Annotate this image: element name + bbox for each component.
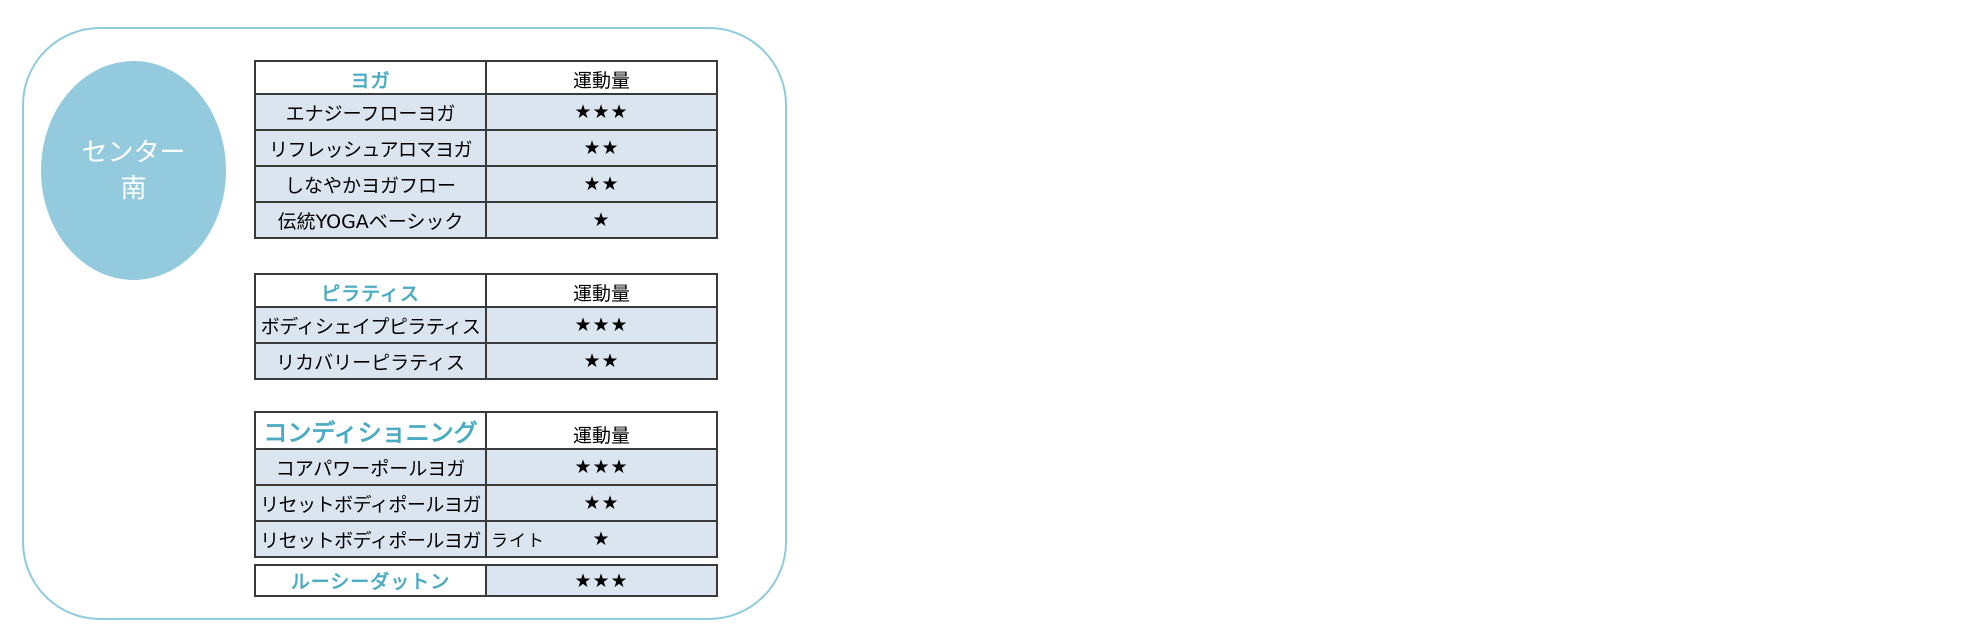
exercise-level: ★★ — [485, 129, 718, 167]
exercise-level: ★★★ — [485, 564, 718, 597]
class-name: ボディシェイプピラティス — [254, 306, 487, 344]
ruthie-datton-table: ルーシーダットン ★★★ — [254, 564, 718, 597]
exercise-level: ★★ — [485, 484, 718, 522]
exercise-level-header: 運動量 — [485, 60, 718, 95]
class-name: リカバリーピラティス — [254, 342, 487, 380]
category-title: ピラティス — [254, 273, 487, 308]
center-badge-line1: センター — [81, 137, 186, 168]
table-header-row: コンディショニング 運動量 — [254, 411, 718, 450]
exercise-level: ★★★ — [485, 306, 718, 344]
category-title: ルーシーダットン — [254, 564, 487, 597]
table-row: リセットボディポールヨガ ライト ★ — [254, 520, 718, 558]
class-name: リフレッシュアロマヨガ — [254, 129, 487, 167]
center-panel — [22, 27, 787, 620]
exercise-level: ライト ★ — [485, 520, 718, 558]
table-row: リセットボディポールヨガ ★★ — [254, 484, 718, 522]
class-name: 伝統YOGAベーシック — [254, 201, 487, 239]
table-header-row: ルーシーダットン ★★★ — [254, 564, 718, 597]
table-row: コアパワーポールヨガ ★★★ — [254, 448, 718, 486]
center-badge: センター 南 — [41, 61, 226, 280]
table-row: 伝統YOGAベーシック ★ — [254, 201, 718, 239]
conditioning-table: コンディショニング 運動量 コアパワーポールヨガ ★★★ リセットボディポールヨ… — [254, 411, 718, 558]
table-row: ボディシェイプピラティス ★★★ — [254, 306, 718, 344]
exercise-level: ★★ — [485, 165, 718, 203]
category-title: ヨガ — [254, 60, 487, 95]
variant-label: ライト — [491, 531, 545, 552]
class-name: エナジーフローヨガ — [254, 93, 487, 131]
table-row: しなやかヨガフロー ★★ — [254, 165, 718, 203]
table-header-row: ピラティス 運動量 — [254, 273, 718, 308]
exercise-level: ★★★ — [485, 93, 718, 131]
center-badge-line2: 南 — [120, 173, 147, 204]
exercise-level-header: 運動量 — [485, 411, 718, 450]
category-title: コンディショニング — [254, 411, 487, 450]
pilates-table: ピラティス 運動量 ボディシェイプピラティス ★★★ リカバリーピラティス ★★ — [254, 273, 718, 380]
class-name: リセットボディポールヨガ — [254, 484, 487, 522]
table-row: エナジーフローヨガ ★★★ — [254, 93, 718, 131]
table-header-row: ヨガ 運動量 — [254, 60, 718, 95]
class-name: しなやかヨガフロー — [254, 165, 487, 203]
exercise-level: ★★★ — [485, 448, 718, 486]
class-name: リセットボディポールヨガ — [254, 520, 487, 558]
table-row: リカバリーピラティス ★★ — [254, 342, 718, 380]
exercise-level-header: 運動量 — [485, 273, 718, 308]
class-name: コアパワーポールヨガ — [254, 448, 487, 486]
exercise-level-stars: ★ — [592, 528, 611, 550]
exercise-level: ★★ — [485, 342, 718, 380]
exercise-level: ★ — [485, 201, 718, 239]
table-row: リフレッシュアロマヨガ ★★ — [254, 129, 718, 167]
yoga-table: ヨガ 運動量 エナジーフローヨガ ★★★ リフレッシュアロマヨガ ★★ しなやか… — [254, 60, 718, 239]
